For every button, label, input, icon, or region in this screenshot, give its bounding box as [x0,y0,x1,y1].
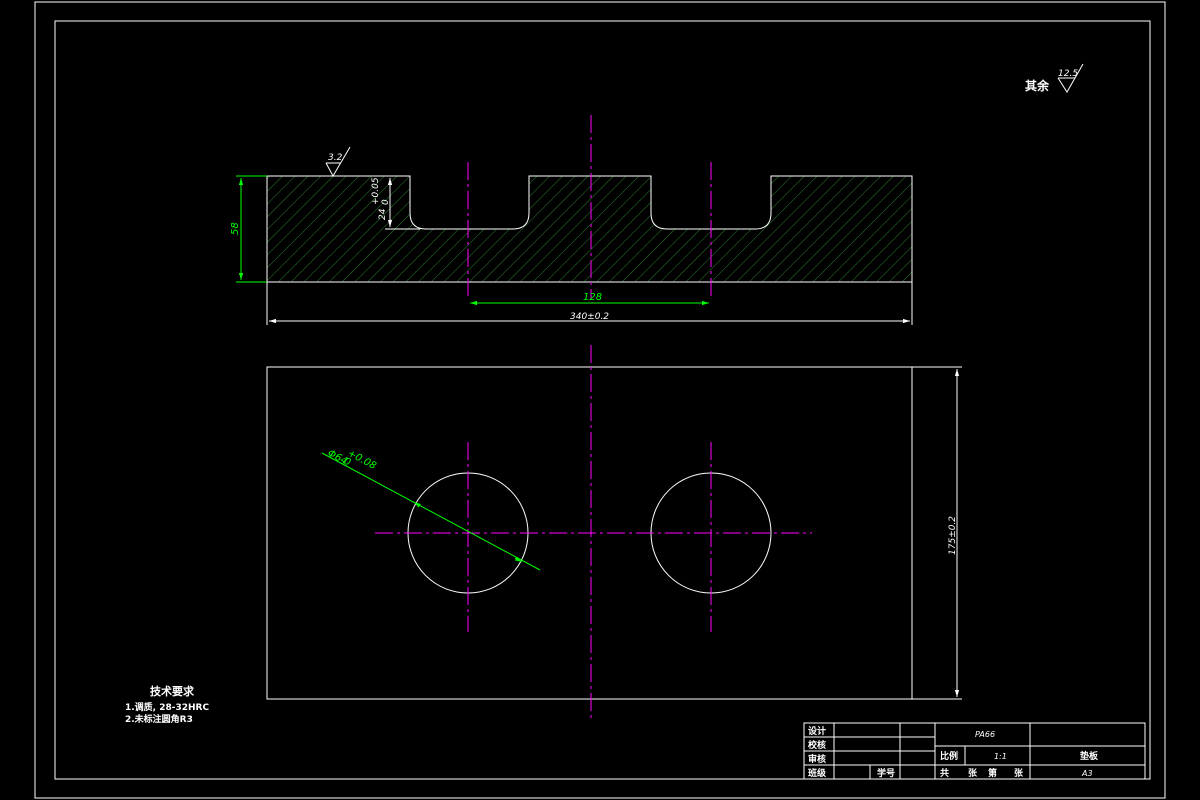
general-roughness-value: 12.5 [1058,69,1078,79]
tb-material: 垫板 [1080,750,1099,762]
dim-width [912,366,962,700]
tb-scale-label: 比例 [940,750,958,762]
tb-page-label: 第 [988,767,997,779]
dim-hole-tol-lower: 0 [342,456,353,469]
dim-height-text: 58 [230,222,241,235]
dim-pocket-tol-lower: 0 [381,199,391,205]
dim-width-text: 175±0.2 [948,516,958,555]
dim-pocket-depth [385,175,420,230]
dim-length [266,282,913,325]
tb-sheet-label-2: 张 [1014,767,1024,779]
tech-req-item-1: 1.调质, 28-32HRC [125,701,209,713]
dim-height-58 [236,175,267,283]
dim-pocket-tol-upper: +0.05 [371,177,381,205]
tb-scale-value: 1:1 [994,752,1007,761]
tb-part-name: PA66 [975,730,995,739]
general-roughness-label: 其余 [1025,78,1050,93]
dim-hole-diameter [321,452,541,571]
surface-roughness-icon [325,146,351,178]
inner-border [54,20,1151,780]
dim-length-text: 340±0.2 [570,312,609,322]
tb-class-label: 班级 [808,767,827,779]
plan-outline [266,366,913,700]
tech-req-title: 技术要求 [150,684,195,698]
tech-req-item-2: 2.未标注圆角R3 [125,713,193,725]
tb-paper-size: A3 [1081,769,1093,778]
roughness-symbol-icon [1057,63,1084,93]
title-block [803,722,1146,780]
tb-total-label: 共 [940,767,949,779]
tb-student-id-label: 学号 [877,767,895,779]
tb-check-label: 校核 [808,739,826,751]
outer-border [34,1,1166,799]
tb-review-label: 审核 [808,753,826,765]
tb-sheet-label: 张 [968,767,978,779]
surface-roughness-value: 3.2 [328,153,343,163]
dim-center-distance-text: 128 [583,292,602,303]
dim-pocket-depth-text: 24 [378,208,388,220]
section-hatch [266,175,913,283]
tb-design-label: 设计 [808,725,826,737]
